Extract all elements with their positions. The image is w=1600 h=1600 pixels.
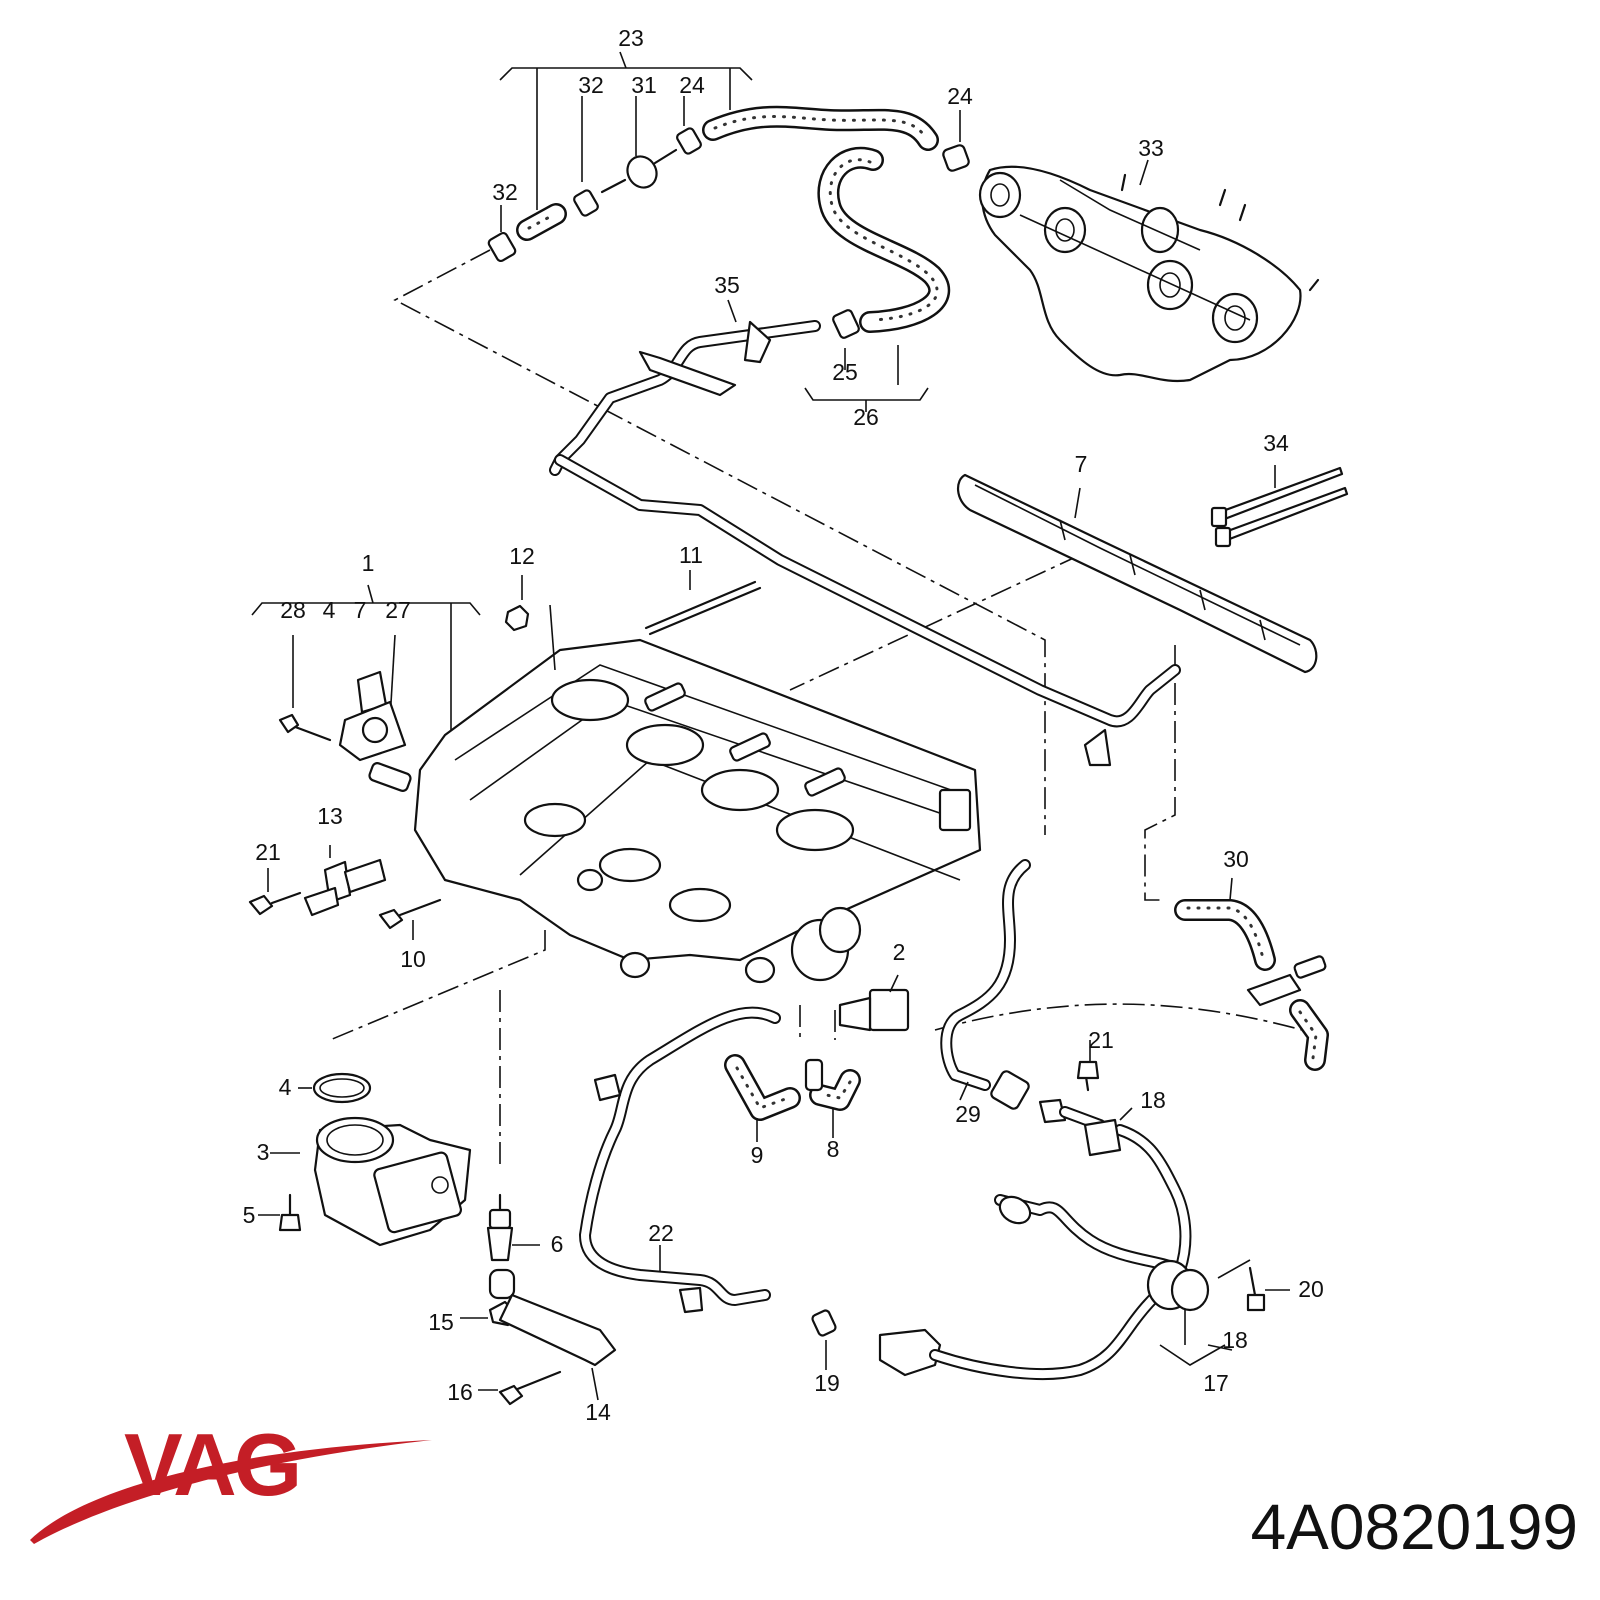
callout-18: 18 (1140, 1087, 1166, 1113)
manifold-33 (978, 159, 1320, 383)
callout-13: 13 (317, 803, 343, 829)
callout-12: 12 (509, 543, 535, 569)
callout-4: 4 (279, 1074, 292, 1100)
hose-30 (1174, 877, 1329, 1071)
breather-assembly (487, 51, 970, 263)
callout-30: 30 (1223, 846, 1249, 872)
sensor-27 (278, 634, 407, 762)
callout-29: 29 (955, 1101, 981, 1127)
callout-3: 3 (257, 1139, 270, 1165)
hose-22 (579, 1006, 837, 1370)
part-number: 4A0820199 (1250, 1491, 1578, 1563)
callout-17: 17 (1203, 1370, 1229, 1396)
callout-24: 24 (947, 83, 973, 109)
callout-16: 16 (447, 1379, 473, 1405)
callout-33: 33 (1138, 135, 1164, 161)
hose-29 (940, 859, 1133, 1157)
hoses-8-9 (724, 1054, 861, 1142)
hose-17 (878, 1124, 1290, 1380)
brand-logo: VAG (124, 1415, 302, 1514)
callout-8: 8 (827, 1136, 840, 1162)
callout-6: 6 (551, 1231, 564, 1257)
callout-21: 21 (1088, 1027, 1114, 1053)
hose-26 (804, 146, 951, 412)
callout-28: 28 (280, 597, 306, 623)
callout-21: 21 (255, 839, 281, 865)
callout-15: 15 (428, 1309, 454, 1335)
cable-ties-34 (1210, 465, 1349, 548)
callout-31: 31 (631, 72, 657, 98)
intake-manifold-1 (251, 570, 982, 1032)
callout-18: 18 (1222, 1327, 1248, 1353)
callout-11: 11 (679, 542, 703, 568)
callout-19: 19 (814, 1370, 840, 1396)
callout-9: 9 (751, 1142, 764, 1168)
sensor-13 (248, 845, 442, 940)
callout-20: 20 (1298, 1276, 1324, 1302)
pipe-35 (549, 299, 1181, 767)
callout-1: 1 (362, 550, 375, 576)
callout-25: 25 (832, 359, 858, 385)
callout-5: 5 (243, 1202, 256, 1228)
callout-4: 4 (323, 597, 336, 623)
callout-27: 27 (385, 597, 411, 623)
throttle-body-3 (258, 1072, 472, 1247)
callout-14: 14 (585, 1399, 611, 1425)
callout-34: 34 (1263, 430, 1289, 456)
dash-dot-leaders (329, 249, 1321, 1165)
callout-24: 24 (679, 72, 705, 98)
callout-7: 7 (354, 597, 367, 623)
callout-22: 22 (648, 1220, 674, 1246)
callout-32: 32 (492, 179, 518, 205)
callout-35: 35 (714, 272, 740, 298)
callout-7: 7 (1075, 451, 1088, 477)
callout-32: 32 (578, 72, 604, 98)
callout-26: 26 (853, 404, 879, 430)
mount-6 (460, 1193, 617, 1406)
callout-23: 23 (618, 25, 644, 51)
callout-2: 2 (893, 939, 906, 965)
callout-10: 10 (400, 946, 426, 972)
gasket-7 (957, 473, 1318, 674)
